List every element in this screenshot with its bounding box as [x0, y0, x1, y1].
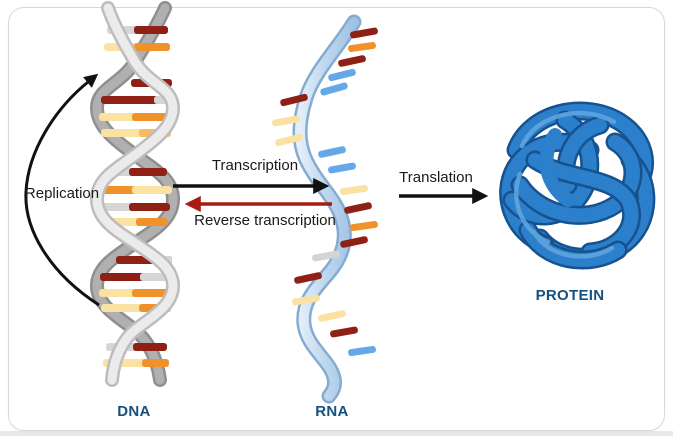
dna-strand-dark	[89, 1, 181, 387]
reverse-transcription-label: Reverse transcription	[194, 212, 336, 229]
dna-helix-illustration	[89, 1, 181, 387]
replication-label: Replication	[24, 185, 100, 202]
dna-strand-light	[89, 1, 181, 387]
rna-strand-illustration	[272, 14, 378, 404]
rna-node-label: RNA	[315, 403, 349, 420]
protein-knot-illustration	[499, 101, 656, 270]
translation-label: Translation	[399, 169, 473, 186]
rna-bases	[272, 27, 378, 357]
page-bottom-strip	[0, 431, 673, 436]
replication-arrow	[24, 73, 100, 307]
protein-node-label: PROTEIN	[535, 287, 605, 304]
transcription-label: Transcription	[211, 157, 299, 174]
dna-node-label: DNA	[117, 403, 151, 420]
